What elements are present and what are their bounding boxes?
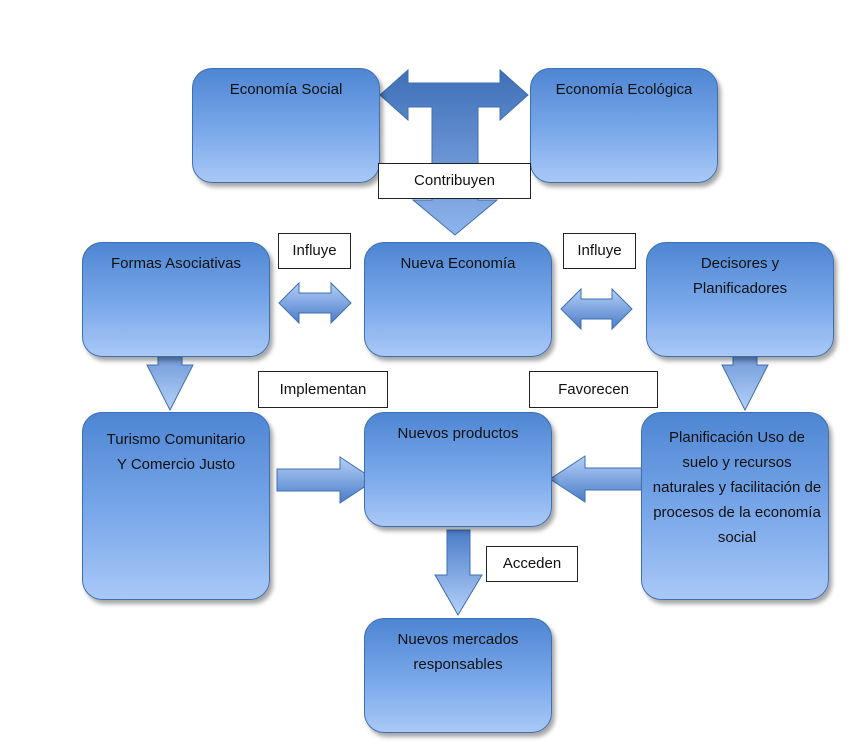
- influye-right-arrow: [560, 287, 633, 331]
- planificacion-to-productos-arrow: [549, 455, 649, 503]
- node-label: Nuevos productos: [397, 425, 519, 442]
- node-economia-social: Economía Social: [192, 68, 380, 183]
- node-label: Turismo Comunitario Y Comercio Justo: [106, 431, 246, 473]
- node-decisores: Decisores y Planificadores: [646, 242, 834, 357]
- node-formas-asociativas: Formas Asociativas: [82, 242, 270, 357]
- node-nuevos-productos: Nuevos productos: [364, 412, 552, 527]
- node-label: Planificación Uso de suelo y recursos na…: [652, 429, 822, 546]
- contribuyen-arrow: [379, 68, 529, 236]
- node-label: Decisores y Planificadores: [692, 255, 788, 297]
- label-contribuyen: Contribuyen: [378, 163, 531, 199]
- node-label: Nuevos mercados responsables: [397, 631, 519, 673]
- influye-left-arrow: [278, 281, 352, 325]
- node-economia-ecologica: Economía Ecológica: [530, 68, 718, 183]
- label-influye-right: Influye: [563, 233, 636, 269]
- label-implementan: Implementan: [258, 371, 388, 408]
- node-label: Formas Asociativas: [110, 255, 242, 272]
- node-label: Economía Ecológica: [555, 81, 693, 98]
- node-planificacion: Planificación Uso de suelo y recursos na…: [641, 412, 829, 600]
- node-nuevos-mercados: Nuevos mercados responsables: [364, 618, 552, 733]
- node-nueva-economia: Nueva Economía: [364, 242, 552, 357]
- turismo-to-productos-arrow: [276, 456, 376, 504]
- node-label: Nueva Economía: [400, 255, 516, 272]
- label-influye-left: Influye: [278, 233, 351, 269]
- node-turismo: Turismo Comunitario Y Comercio Justo: [82, 412, 270, 600]
- label-favorecen: Favorecen: [529, 371, 658, 408]
- node-label: Economía Social: [229, 81, 343, 98]
- acceden-arrow: [434, 529, 483, 616]
- label-acceden: Acceden: [486, 546, 578, 582]
